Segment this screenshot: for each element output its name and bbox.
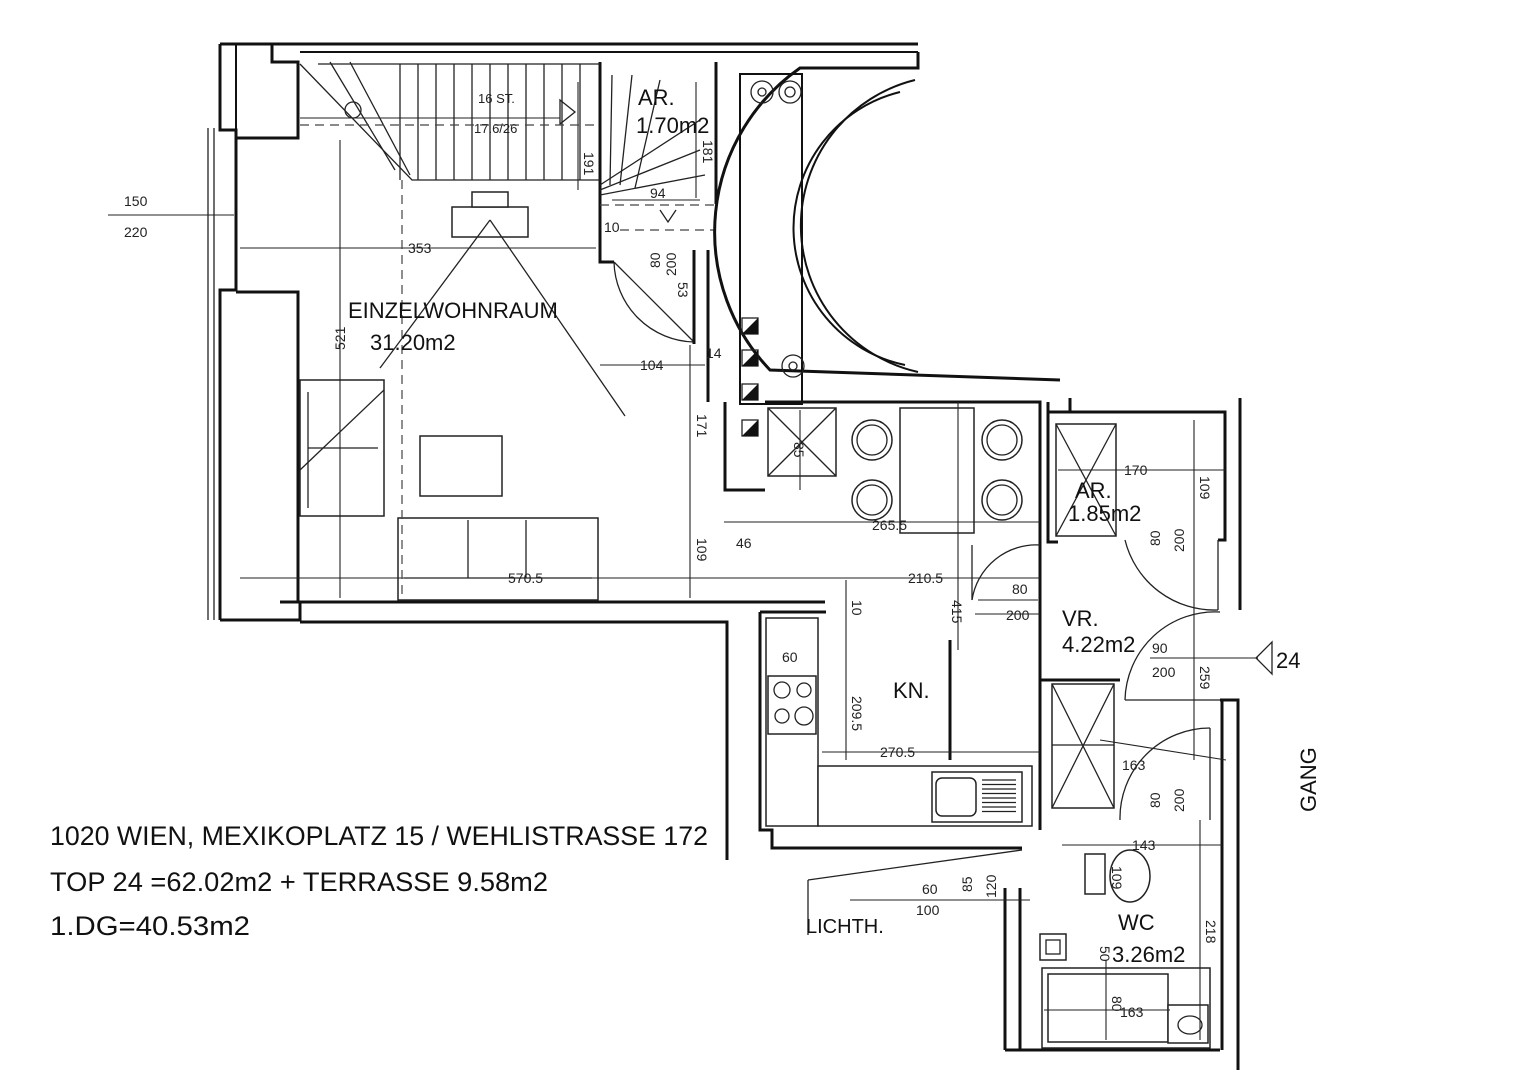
window-dim-bottom: 220 bbox=[124, 224, 148, 240]
dim-46: 46 bbox=[736, 535, 752, 551]
dim-80e: 80 bbox=[1109, 996, 1125, 1012]
shaft-square-fill bbox=[742, 420, 758, 436]
courtyard-arc bbox=[713, 52, 1061, 437]
dim-163b: 163 bbox=[1120, 1004, 1144, 1020]
room-area-living: 31.20m2 bbox=[370, 330, 456, 355]
dim-109c: 109 bbox=[1109, 866, 1125, 890]
room-area-wc: 3.26m2 bbox=[1112, 942, 1185, 967]
dim-85b: 85 bbox=[959, 876, 975, 892]
room-area-hall: 4.22m2 bbox=[1062, 632, 1135, 657]
dim-14: 14 bbox=[706, 345, 722, 361]
dim-53: 53 bbox=[675, 282, 691, 298]
stair-steps-label: 16 ST. bbox=[478, 91, 515, 106]
room-name-living: EINZELWOHNRAUM bbox=[348, 298, 558, 323]
dim-200c: 200 bbox=[1006, 607, 1030, 623]
dim-80d: 80 bbox=[1147, 792, 1163, 808]
dim-109a: 109 bbox=[694, 538, 710, 562]
dim-353: 353 bbox=[408, 240, 432, 256]
dining-chair bbox=[981, 419, 1023, 461]
dining-chair bbox=[981, 479, 1023, 521]
corridor-label: GANG bbox=[1296, 747, 1321, 812]
dim-570-5: 570.5 bbox=[508, 570, 543, 586]
dining-chair-seat bbox=[986, 484, 1018, 516]
dim-415: 415 bbox=[949, 600, 965, 624]
dim-209-5: 209.5 bbox=[849, 696, 865, 731]
dining-chair-seat bbox=[856, 424, 888, 456]
dg-area-line: 1.DG=40.53m2 bbox=[50, 911, 250, 941]
dim-109b: 109 bbox=[1197, 476, 1213, 500]
room-name-storage-right: AR. bbox=[1075, 478, 1112, 503]
dining-chair bbox=[851, 479, 893, 521]
room-name-kitchen: KN. bbox=[893, 678, 930, 703]
window-dim-top: 150 bbox=[124, 193, 148, 209]
dim-200a: 200 bbox=[663, 252, 679, 276]
room-name-hall: VR. bbox=[1062, 606, 1099, 631]
furniture bbox=[299, 191, 1211, 1049]
stair-ratio-label: 17.6/26 bbox=[474, 121, 517, 136]
staircase: 16 ST. 17.6/26 bbox=[299, 61, 716, 231]
dim-163a: 163 bbox=[1122, 757, 1146, 773]
dim-265-5: 265.5 bbox=[872, 517, 907, 533]
dim-521: 521 bbox=[332, 326, 348, 350]
info-block: 1020 WIEN, MEXIKOPLATZ 15 / WEHLISTRASSE… bbox=[50, 821, 708, 941]
dim-200d: 200 bbox=[1152, 664, 1176, 680]
dim-50: 50 bbox=[1097, 946, 1113, 962]
room-labels: EINZELWOHNRAUM 31.20m2 AR. 1.70m2 AR. 1.… bbox=[124, 85, 1321, 967]
address-line: 1020 WIEN, MEXIKOPLATZ 15 / WEHLISTRASSE… bbox=[50, 821, 708, 851]
dim-181: 181 bbox=[700, 140, 716, 164]
entrance-unit-number: 24 bbox=[1276, 648, 1300, 673]
top-area-line: TOP 24 =62.02m2 + TERRASSE 9.58m2 bbox=[50, 867, 548, 897]
dim-270-5: 270.5 bbox=[880, 744, 915, 760]
dining-chair-seat bbox=[986, 424, 1018, 456]
dim-120: 120 bbox=[983, 874, 999, 898]
outer-walls bbox=[207, 42, 1242, 1070]
dining-chair-seat bbox=[856, 484, 888, 516]
shaft-square-fill bbox=[742, 350, 758, 366]
dim-170: 170 bbox=[1124, 462, 1148, 478]
shaft-square-fill bbox=[742, 318, 758, 334]
dim-10a: 10 bbox=[604, 219, 620, 235]
dim-90: 90 bbox=[1152, 640, 1168, 656]
dim-10b: 10 bbox=[849, 600, 865, 616]
dim-60: 60 bbox=[782, 649, 798, 665]
room-area-storage-top: 1.70m2 bbox=[636, 113, 709, 138]
dim-259: 259 bbox=[1197, 666, 1213, 690]
dim-60b: 60 bbox=[922, 881, 938, 897]
dimension-labels: 353 521 104 171 109 570.5 191 181 94 10 … bbox=[332, 140, 1219, 1020]
dim-191: 191 bbox=[581, 152, 597, 176]
lightwell-label: LICHTH. bbox=[806, 916, 884, 938]
dim-104: 104 bbox=[640, 357, 664, 373]
room-area-storage-right: 1.85m2 bbox=[1068, 501, 1141, 526]
dim-200e: 200 bbox=[1171, 788, 1187, 812]
dim-80b: 80 bbox=[1147, 530, 1163, 546]
dimension-lines bbox=[108, 82, 1273, 1040]
dim-143: 143 bbox=[1132, 837, 1156, 853]
dim-85a: 85 bbox=[791, 442, 807, 458]
dim-218: 218 bbox=[1203, 920, 1219, 944]
room-name-storage-top: AR. bbox=[638, 85, 675, 110]
dim-171: 171 bbox=[694, 414, 710, 438]
dim-80c: 80 bbox=[1012, 581, 1028, 597]
dim-94: 94 bbox=[650, 185, 666, 201]
dim-80a: 80 bbox=[647, 252, 663, 268]
doors bbox=[613, 250, 1221, 821]
room-name-wc: WC bbox=[1118, 910, 1155, 935]
shaft-square-fill bbox=[742, 384, 758, 400]
dim-210-5: 210.5 bbox=[908, 570, 943, 586]
dim-100: 100 bbox=[916, 902, 940, 918]
dining-chair bbox=[851, 419, 893, 461]
dim-200b: 200 bbox=[1171, 528, 1187, 552]
